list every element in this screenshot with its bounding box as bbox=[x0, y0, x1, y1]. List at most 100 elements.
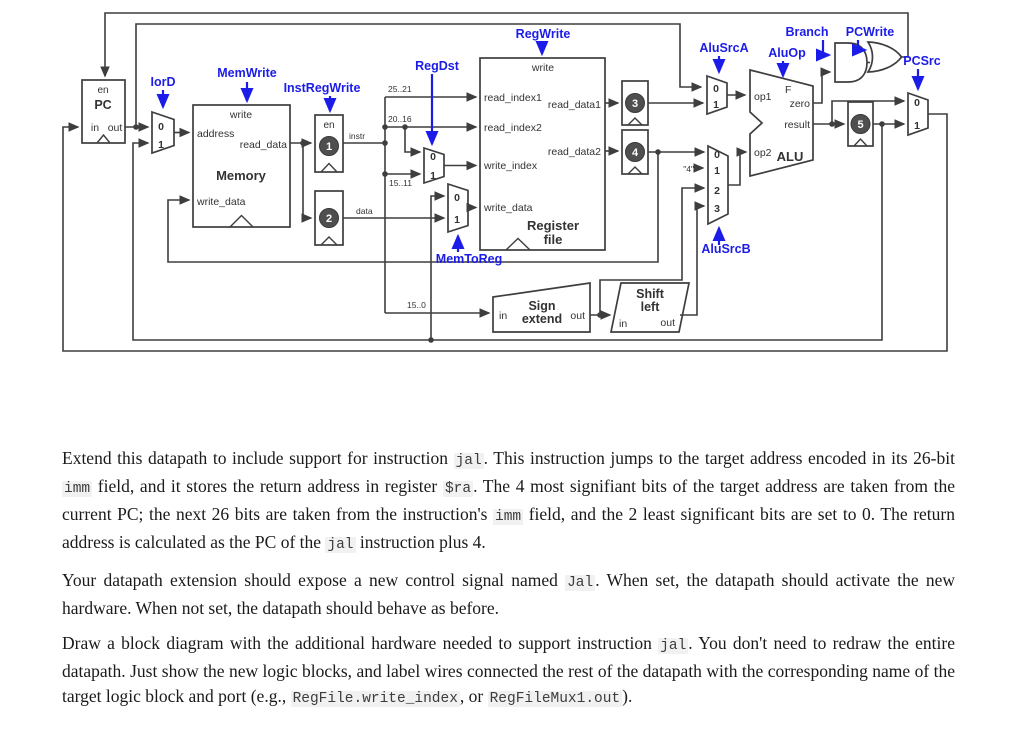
pc-block: en PC in out bbox=[81, 79, 126, 144]
clock-icon bbox=[505, 237, 531, 251]
signext-title-1: Sign bbox=[528, 299, 555, 313]
rf-writeindex-port: write_index bbox=[483, 160, 538, 172]
regdst-signal-label: RegDst bbox=[415, 59, 460, 73]
pcsrc-mux-1: 1 bbox=[914, 120, 920, 132]
alu-result-port: result bbox=[784, 119, 810, 131]
wire-pcsrc-to-pc bbox=[62, 113, 948, 352]
pcwrite-signal-label: PCWrite bbox=[846, 25, 894, 39]
branch-signal-arrow bbox=[815, 40, 832, 62]
alu-title: ALU bbox=[777, 149, 804, 164]
iord-signal-label: IorD bbox=[151, 75, 176, 89]
wire-signext-to-alusrcb2 bbox=[599, 183, 706, 315]
register-number-badge bbox=[625, 93, 645, 113]
text-run: Your datapath extension should expose a … bbox=[62, 570, 566, 590]
rf-readdata1-port: read_data1 bbox=[548, 99, 601, 111]
alusrcb-mux-2: 2 bbox=[714, 185, 720, 197]
mdr-number: 2 bbox=[326, 213, 332, 225]
reg-b: 4 bbox=[621, 129, 649, 175]
text-run: . This instruction jumps to the target a… bbox=[483, 448, 955, 468]
text-run: . The 4 most signifiant bits of the targ… bbox=[62, 476, 956, 524]
alusrcb-mux-3: 3 bbox=[714, 203, 720, 215]
instr-wire-label: instr bbox=[349, 131, 365, 141]
aluop-signal-label: AluOp bbox=[768, 46, 806, 60]
code-jal: jal bbox=[453, 453, 484, 469]
const4-label: "4" bbox=[683, 164, 694, 174]
alusrcb-signal-label: AluSrcB bbox=[701, 242, 750, 256]
memwrite-signal-label: MemWrite bbox=[217, 66, 277, 80]
wire-readdata-to-mdr bbox=[301, 143, 313, 223]
wire-aluout-to-memtoreg0 bbox=[430, 191, 446, 340]
register-number-badge bbox=[319, 136, 339, 156]
text-run: Draw a block diagram with the additional… bbox=[62, 633, 659, 653]
alu-op1-port: op1 bbox=[754, 91, 772, 103]
junction-dots bbox=[133, 121, 885, 343]
clock-icon bbox=[627, 117, 643, 126]
alusrca-mux-1: 1 bbox=[713, 99, 719, 111]
field-25-21: 25..21 bbox=[388, 84, 412, 94]
text-run: Extend this datapath to include support … bbox=[62, 448, 454, 468]
ir-number: 1 bbox=[326, 141, 332, 153]
reg-a: 3 bbox=[621, 80, 649, 126]
shiftleft-in-port: in bbox=[619, 318, 627, 330]
pcsrc-signal-label: PCSrc bbox=[903, 54, 941, 68]
pc-out-port: out bbox=[108, 122, 123, 134]
datapath-wires bbox=[62, 12, 948, 352]
alusrca-signal-label: AluSrcA bbox=[699, 41, 748, 55]
clock-icon bbox=[229, 214, 254, 228]
memory-readdata-port: read_data bbox=[240, 139, 287, 151]
regwrite-signal-label: RegWrite bbox=[516, 27, 571, 41]
datapath-diagram: en PC in out 0 1 write address read_data… bbox=[62, 12, 948, 352]
shiftleft-title-1: Shift bbox=[636, 287, 665, 301]
alusrcb-mux-1: 1 bbox=[714, 165, 720, 177]
rega-number: 3 bbox=[632, 98, 638, 110]
iord-mux-0: 0 bbox=[158, 121, 164, 133]
paragraph-3: Draw a block diagram with the additional… bbox=[62, 631, 955, 712]
alusrcb-mux: 0 1 2 3 "4" bbox=[683, 144, 729, 226]
aluout-register: 5 bbox=[847, 101, 874, 147]
memory-write-port: write bbox=[229, 109, 252, 121]
memtoreg-signal-label: MemToReg bbox=[436, 252, 502, 266]
aluout-number: 5 bbox=[857, 119, 863, 131]
alu-op2-port: op2 bbox=[754, 147, 772, 159]
or-gate bbox=[866, 41, 903, 73]
regdst-mux-0: 0 bbox=[430, 151, 436, 163]
regdst-mux-1: 1 bbox=[430, 170, 436, 182]
pcsrc-mux: 0 1 bbox=[907, 91, 929, 137]
question-text: Extend this datapath to include support … bbox=[62, 446, 955, 722]
data-wire-label: data bbox=[356, 206, 373, 216]
code-regfilemux1-out: RegFileMux1.out bbox=[487, 691, 623, 707]
alu-f-port: F bbox=[785, 84, 791, 96]
alusrcb-mux-0: 0 bbox=[714, 149, 720, 161]
register-number-badge bbox=[625, 142, 645, 162]
text-run: field, and the 2 least significant bits … bbox=[62, 504, 955, 552]
wire-aluout-to-iord1 bbox=[132, 124, 883, 341]
regb-number: 4 bbox=[632, 147, 639, 159]
memtoreg-mux: 0 1 bbox=[447, 182, 469, 234]
shift-left-block: Shift left in out bbox=[609, 282, 691, 333]
pcsrc-mux-0: 0 bbox=[914, 97, 920, 109]
memory-title: Memory bbox=[216, 168, 267, 183]
and-gate bbox=[834, 42, 868, 83]
clock-icon bbox=[853, 137, 868, 147]
branch-signal-label: Branch bbox=[785, 25, 828, 39]
rf-readindex1-port: read_index1 bbox=[484, 92, 542, 104]
text-run: , or bbox=[459, 686, 488, 706]
memory-writedata-port: write_data bbox=[196, 196, 246, 208]
code-ra: $ra bbox=[442, 481, 474, 497]
wire-or-to-pc-en bbox=[100, 12, 909, 78]
code-imm: imm bbox=[493, 509, 524, 525]
field-15-11: 15..11 bbox=[389, 178, 412, 188]
data-register: 2 data bbox=[314, 190, 373, 246]
pcwrite-signal-arrow bbox=[851, 40, 868, 57]
text-run: . You don't need to redraw the entire da… bbox=[62, 633, 955, 706]
bitfield-labels: 25..21 20..16 15..11 15..0 bbox=[388, 84, 426, 310]
text-run: instruction plus 4. bbox=[355, 532, 486, 552]
wire-regb-to-memwritedata bbox=[167, 152, 659, 263]
text-run: field, and it stores the return address … bbox=[92, 476, 443, 496]
alusrca-mux: 0 1 bbox=[706, 74, 728, 116]
field-15-0: 15..0 bbox=[407, 300, 426, 310]
wire-zero-to-and bbox=[813, 67, 832, 104]
code-imm: imm bbox=[62, 481, 93, 497]
clock-icon bbox=[96, 133, 111, 144]
